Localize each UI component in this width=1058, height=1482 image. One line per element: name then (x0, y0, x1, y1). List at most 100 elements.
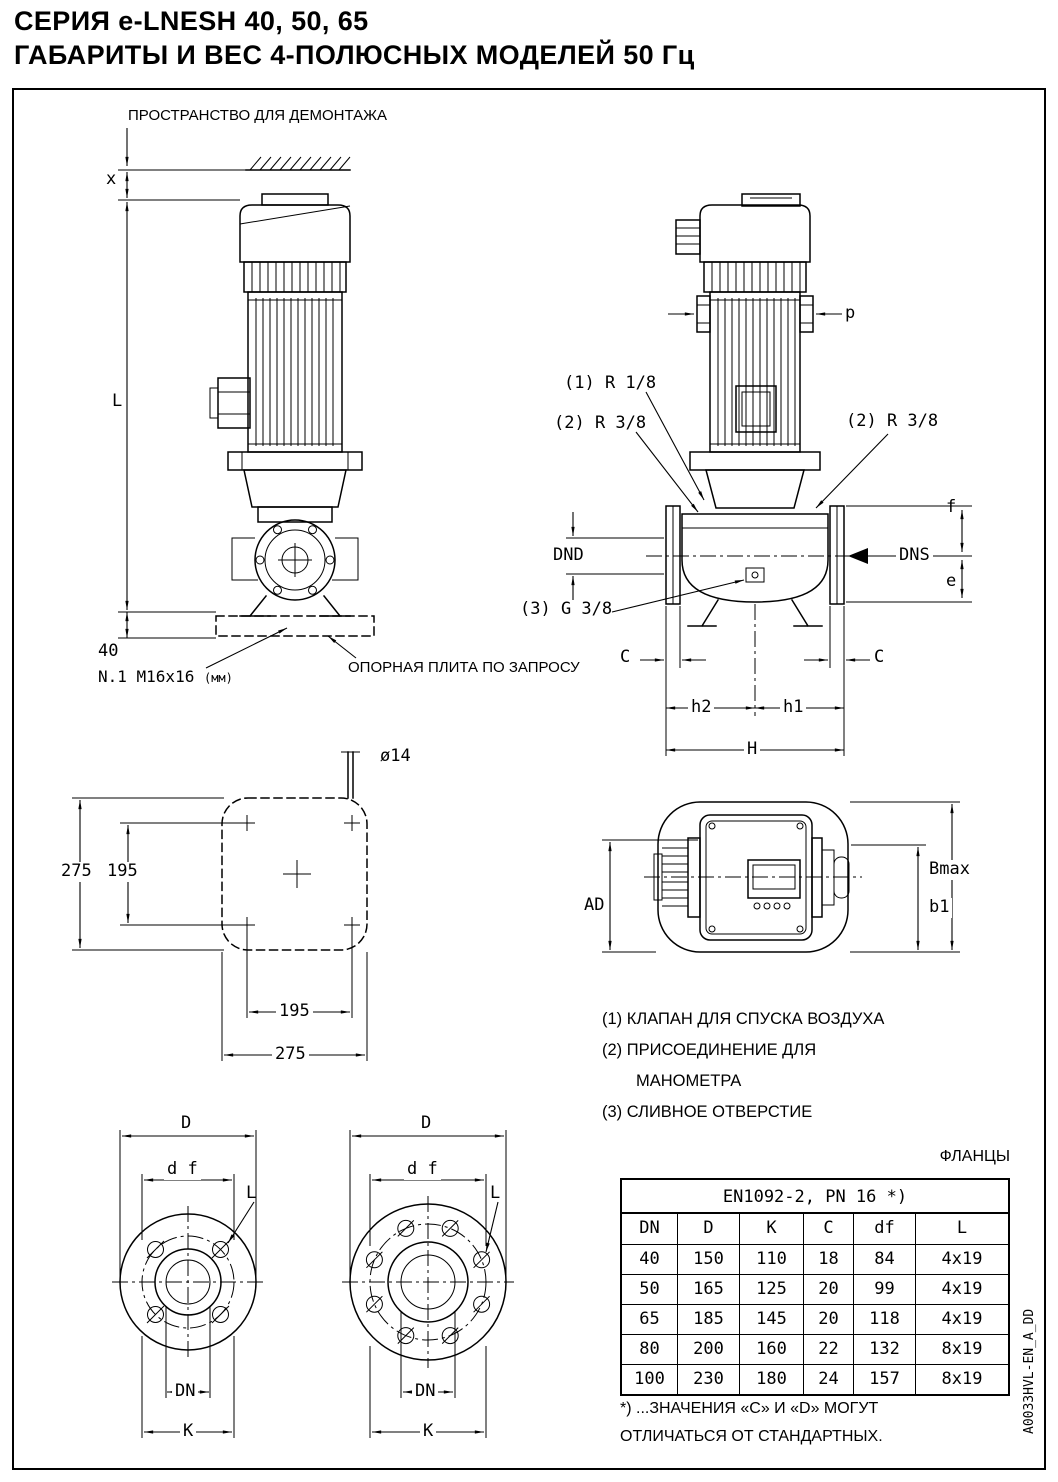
cell-K: 145 (740, 1304, 804, 1334)
pump-side-view (566, 193, 972, 756)
dim-e-label: e (946, 571, 957, 591)
flange-view-left (112, 1130, 264, 1438)
support-plate-note: ОПОРНАЯ ПЛИТА ПО ЗАПРОСУ (348, 659, 580, 676)
cell-L: 8x19 (916, 1364, 1008, 1394)
note-gauge-cont: МАНОМЕТРА (636, 1072, 742, 1090)
col-header-DN: DN (622, 1214, 678, 1244)
table-row: 50 165 125 20 99 4x19 (622, 1274, 1008, 1304)
dim-Bmax-label: Bmax (926, 859, 973, 880)
flange-right-dim-df: d f (404, 1159, 441, 1180)
anchor-bolt-note-text: N.1 M16x16 (98, 667, 195, 686)
anchor-bolt-note: N.1 M16x16 (мм) (98, 667, 233, 686)
dim-f-label: f (946, 497, 957, 517)
flange-left-dim-df: d f (164, 1159, 201, 1180)
cell-L: 8x19 (916, 1334, 1008, 1364)
flange-table-caption: ФЛАНЦЫ (939, 1148, 1010, 1165)
dim-L-label: L (112, 391, 123, 411)
cell-DN: 40 (622, 1244, 678, 1274)
table-row: 65 185 145 20 118 4x19 (622, 1304, 1008, 1334)
cell-L: 4x19 (916, 1244, 1008, 1274)
flange-table-header-row: DN D K C df L (622, 1214, 1008, 1244)
dim-275-left-label: 275 (58, 861, 95, 882)
cell-df: 84 (854, 1244, 916, 1274)
flange-view-right (342, 1130, 514, 1438)
note-vent: (1) КЛАПАН ДЛЯ СПУСКА ВОЗДУХА (602, 1010, 885, 1028)
flange-left-dim-K: K (180, 1421, 197, 1442)
table-footnote-line2: ОТЛИЧАТЬСЯ ОТ СТАНДАРТНЫХ. (620, 1428, 883, 1445)
cell-L: 4x19 (916, 1274, 1008, 1304)
flange-right-dim-L: L (490, 1183, 501, 1203)
flange-left-dim-L: L (246, 1183, 257, 1203)
flange-left-dim-D: D (178, 1113, 195, 1134)
gauge-conn-right-label: (2) R 3/8 (846, 411, 939, 431)
cell-C: 22 (804, 1334, 854, 1364)
flange-table: EN1092-2, PN 16 *) DN D K C df L 40 150 … (620, 1178, 1010, 1396)
dim-c-left-label: C (620, 647, 631, 667)
cell-df: 157 (854, 1364, 916, 1394)
pump-front-view (118, 128, 375, 669)
dim-275-bottom-label: 275 (272, 1044, 309, 1065)
pump-top-view (602, 801, 960, 953)
cell-C: 20 (804, 1274, 854, 1304)
cell-K: 160 (740, 1334, 804, 1364)
dim-p-label: p (845, 303, 856, 323)
table-row: 80 200 160 22 132 8x19 (622, 1334, 1008, 1364)
vent-valve-conn-label: (1) R 1/8 (564, 373, 657, 393)
drain-conn-label: (3) G 3/8 (520, 599, 613, 619)
cell-K: 125 (740, 1274, 804, 1304)
cell-DN: 65 (622, 1304, 678, 1334)
cell-D: 165 (678, 1274, 740, 1304)
cell-df: 132 (854, 1334, 916, 1364)
cell-df: 99 (854, 1274, 916, 1304)
dim-h1-label: h1 (780, 697, 807, 718)
drawing-notes: (1) КЛАПАН ДЛЯ СПУСКА ВОЗДУХА (2) ПРИСОЕ… (602, 1004, 884, 1128)
col-header-C: C (804, 1214, 854, 1244)
dismantling-space-note: ПРОСТРАНСТВО ДЛЯ ДЕМОНТАЖА (128, 107, 387, 124)
col-header-df: df (854, 1214, 916, 1244)
dim-40-label: 40 (98, 641, 119, 661)
dnd-label: DND (550, 545, 587, 566)
cell-df: 118 (854, 1304, 916, 1334)
table-row: 40 150 110 18 84 4x19 (622, 1244, 1008, 1274)
cell-D: 200 (678, 1334, 740, 1364)
dim-b1-label: b1 (926, 897, 953, 918)
flange-right-dim-K: K (420, 1421, 437, 1442)
flange-right-dim-D: D (418, 1113, 435, 1134)
col-header-K: K (740, 1214, 804, 1244)
dns-label: DNS (896, 545, 933, 566)
cell-L: 4x19 (916, 1304, 1008, 1334)
cell-D: 230 (678, 1364, 740, 1394)
anchor-bolt-note-unit: (мм) (203, 671, 233, 685)
dim-195-bottom-label: 195 (276, 1001, 313, 1022)
note-drain: (3) СЛИВНОЕ ОТВЕРСТИЕ (602, 1103, 813, 1121)
flange-left-dim-DN: DN (172, 1381, 199, 1402)
baseplate-plan-view (72, 751, 368, 1061)
table-footnote-line1: *) ...ЗНАЧЕНИЯ «C» И «D» МОГУТ (620, 1400, 879, 1417)
note-gauge: (2) ПРИСОЕДИНЕНИЕ ДЛЯ (602, 1041, 817, 1059)
cell-DN: 80 (622, 1334, 678, 1364)
page-title-line1: СЕРИЯ e-LNESH 40, 50, 65 (14, 6, 369, 36)
dim-c-right-label: C (874, 647, 885, 667)
page-title-line2: ГАБАРИТЫ И ВЕС 4-ПОЛЮСНЫХ МОДЕЛЕЙ 50 Гц (14, 40, 695, 70)
document-code: A0033HVL-EN_A_DD (1022, 1308, 1037, 1434)
flange-table-standard: EN1092-2, PN 16 *) (622, 1180, 1008, 1214)
flange-right-dim-DN: DN (412, 1381, 439, 1402)
cell-DN: 100 (622, 1364, 678, 1394)
dim-H-label: H (744, 739, 761, 760)
dim-195-left-label: 195 (104, 861, 141, 882)
dim-h2-label: h2 (688, 697, 715, 718)
dim-x-label: x (106, 169, 117, 189)
cell-K: 110 (740, 1244, 804, 1274)
cell-C: 24 (804, 1364, 854, 1394)
cell-K: 180 (740, 1364, 804, 1394)
dim-AD-label: AD (584, 895, 605, 915)
cell-D: 185 (678, 1304, 740, 1334)
cell-C: 20 (804, 1304, 854, 1334)
cell-D: 150 (678, 1244, 740, 1274)
hole-dia-label: ø14 (380, 746, 411, 766)
cell-DN: 50 (622, 1274, 678, 1304)
gauge-conn-left-label: (2) R 3/8 (554, 413, 647, 433)
col-header-D: D (678, 1214, 740, 1244)
cell-C: 18 (804, 1244, 854, 1274)
